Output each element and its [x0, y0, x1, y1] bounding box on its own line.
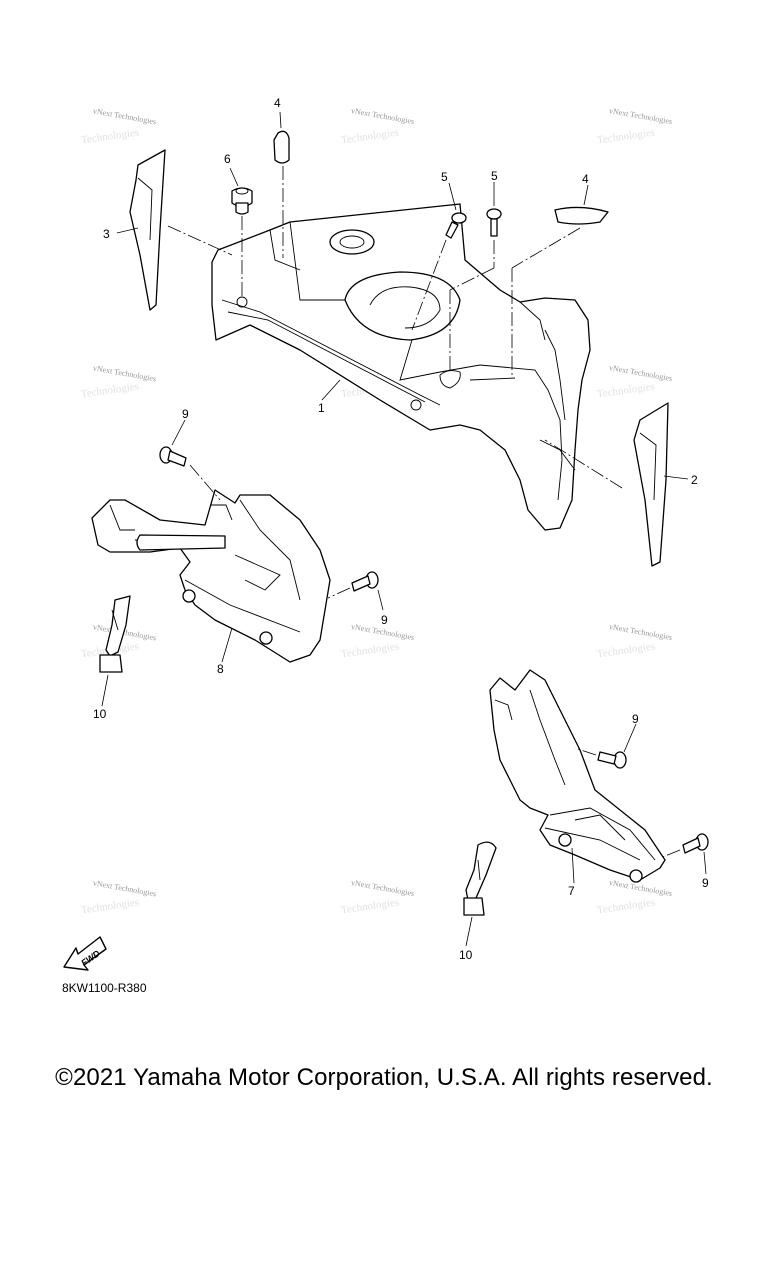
callout-5b: 5: [491, 169, 498, 183]
leader-lines: [101, 111, 707, 947]
part-8-bracket-left: [91, 489, 331, 663]
callout-5a: 5: [441, 170, 448, 184]
callout-9b: 9: [381, 613, 388, 627]
part-5-screw-b: [486, 208, 502, 237]
svg-text:Technologies: Technologies: [80, 126, 140, 146]
part-6-nut: [231, 187, 253, 215]
callout-4b: 4: [582, 172, 589, 186]
part-10-clip-a: [99, 595, 131, 673]
svg-text:Technologies: Technologies: [340, 896, 400, 916]
svg-text:Technologies: Technologies: [340, 640, 400, 660]
callout-8: 8: [217, 662, 224, 676]
svg-text:vNext Technologies: vNext Technologies: [608, 106, 673, 126]
part-7-bracket-right: [489, 669, 666, 883]
callout-6: 6: [224, 152, 231, 166]
fwd-arrow-icon: FWD: [63, 936, 107, 971]
svg-text:Technologies: Technologies: [340, 126, 400, 146]
callout-4a: 4: [274, 96, 281, 110]
part-1-inner-panel: [211, 203, 591, 531]
callout-9a: 9: [182, 407, 189, 421]
part-9-bolt-a: [159, 446, 187, 467]
svg-text:vNext Technologies: vNext Technologies: [608, 622, 673, 642]
svg-text:vNext Technologies: vNext Technologies: [92, 878, 157, 898]
part-2-side-trim-right: [633, 402, 669, 567]
svg-text:Technologies: Technologies: [80, 380, 140, 400]
svg-text:vNext Technologies: vNext Technologies: [92, 106, 157, 126]
svg-text:vNext Technologies: vNext Technologies: [608, 363, 673, 383]
part-3-side-trim-left: [129, 149, 166, 311]
part-10-clip-b: [463, 841, 497, 916]
callout-9d: 9: [702, 876, 709, 890]
part-4-grommet-a: [273, 130, 290, 164]
callout-3: 3: [103, 227, 110, 241]
callout-1: 1: [318, 401, 325, 415]
part-5-screw-a: [445, 212, 467, 239]
callout-2: 2: [691, 473, 698, 487]
diagram-code: 8KW1100-R380: [62, 981, 147, 995]
svg-text:vNext Technologies: vNext Technologies: [608, 878, 673, 898]
svg-text:vNext Technologies: vNext Technologies: [350, 878, 415, 898]
svg-text:Technologies: Technologies: [596, 640, 656, 660]
svg-text:Technologies: Technologies: [596, 380, 656, 400]
part-9-bolt-c: [597, 751, 627, 769]
svg-text:Technologies: Technologies: [596, 896, 656, 916]
svg-text:vNext Technologies: vNext Technologies: [92, 363, 157, 383]
callouts: 1 2 3 4 4 5 5 6 7 8 9 9 9 9 10 10: [93, 96, 709, 962]
part-4-grommet-b: [554, 206, 609, 225]
svg-text:Technologies: Technologies: [80, 896, 140, 916]
svg-text:vNext Technologies: vNext Technologies: [350, 106, 415, 126]
callout-7: 7: [568, 884, 575, 898]
callout-10a: 10: [93, 707, 107, 721]
callout-10b: 10: [459, 948, 473, 962]
part-9-bolt-d: [682, 833, 709, 854]
svg-text:Technologies: Technologies: [596, 126, 656, 146]
part-9-bolt-b: [351, 571, 379, 592]
callout-9c: 9: [632, 712, 639, 726]
copyright-notice: ©2021 Yamaha Motor Corporation, U.S.A. A…: [55, 1064, 713, 1091]
